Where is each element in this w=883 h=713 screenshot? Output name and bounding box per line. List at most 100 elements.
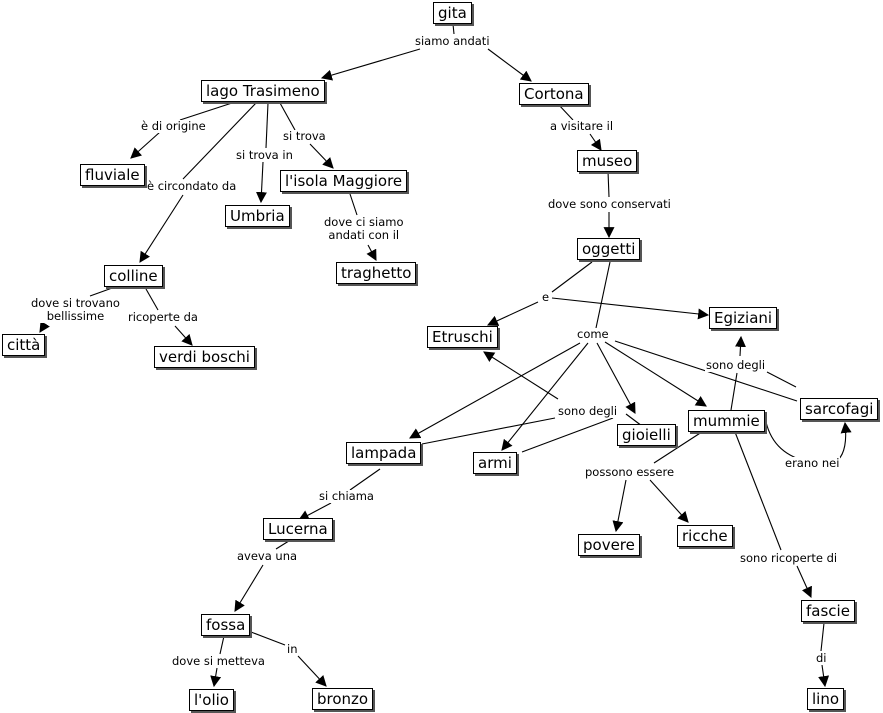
concept-fascie[interactable]: fascie xyxy=(801,600,855,622)
connector-arrow xyxy=(604,341,707,407)
connector-line xyxy=(349,468,381,491)
connector-line xyxy=(145,288,159,311)
connector-arrow xyxy=(256,161,267,204)
connector-line xyxy=(521,417,614,453)
link-erano-nei: erano nei xyxy=(784,456,841,470)
connector-line xyxy=(219,635,225,655)
connector-arrow xyxy=(596,342,636,414)
concept-sarcofagi[interactable]: sarcofagi xyxy=(800,398,879,420)
connector-arrow xyxy=(796,565,812,599)
link-ci-siamo-andati: dove ci siamo andati con il xyxy=(323,215,405,242)
connector-line xyxy=(766,371,797,388)
link-si-trova-in: si trova in xyxy=(235,148,294,162)
link-dove-si-metteva: dove si metteva xyxy=(171,654,266,668)
concept-isola-maggiore[interactable]: l'isola Maggiore xyxy=(280,170,408,192)
link-aveva-una: aveva una xyxy=(236,549,299,563)
concept-gioielli[interactable]: gioielli xyxy=(617,424,676,446)
connector-arrow xyxy=(837,421,852,461)
connector-line xyxy=(265,102,269,149)
concept-armi[interactable]: armi xyxy=(473,452,517,474)
link-di: di xyxy=(815,651,828,665)
concept-umbria[interactable]: Umbria xyxy=(225,205,290,227)
connector-arrow xyxy=(139,194,184,263)
concept-cortona[interactable]: Cortona xyxy=(519,83,589,105)
connector-arrow xyxy=(298,502,332,521)
concept-egiziani[interactable]: Egiziani xyxy=(709,307,778,329)
link-a-visitare-il: a visitare il xyxy=(549,119,615,133)
concept-colline[interactable]: colline xyxy=(104,265,163,287)
link-dove-si-trovano: dove si trovano bellissime xyxy=(30,296,121,323)
connector-arrow xyxy=(734,335,746,357)
concept-lino[interactable]: lino xyxy=(807,688,845,710)
connector-arrow xyxy=(487,301,539,326)
link-si-trova: si trova xyxy=(282,129,327,143)
connector-arrow xyxy=(649,479,689,523)
connector-arrow xyxy=(612,479,627,533)
connector-line xyxy=(179,102,233,121)
connector-arrow xyxy=(409,342,581,439)
connector-arrow xyxy=(487,48,532,82)
connector-arrow xyxy=(130,131,161,159)
link-siamo-andati: siamo andati xyxy=(414,34,491,48)
link-si-chiama: si chiama xyxy=(318,489,375,503)
concept-traghetto[interactable]: traghetto xyxy=(336,262,417,284)
concept-ricche[interactable]: ricche xyxy=(677,525,733,547)
connector-arrow xyxy=(589,133,602,151)
connector-arrow xyxy=(210,667,222,688)
concept-fossa[interactable]: fossa xyxy=(201,614,251,636)
concept-gita[interactable]: gita xyxy=(433,2,472,24)
concept-mummie[interactable]: mummie xyxy=(688,410,765,432)
connector-arrow xyxy=(309,143,334,169)
connector-line xyxy=(275,538,293,550)
link-circondato-da: è circondato da xyxy=(146,179,238,193)
connector-arrow xyxy=(234,564,264,612)
link-sono-ricoperte-di: sono ricoperte di xyxy=(739,551,839,565)
link-di-origine: è di origine xyxy=(140,119,207,133)
connector-arrow xyxy=(297,655,327,687)
concept-povere[interactable]: povere xyxy=(578,534,640,556)
concept-olio[interactable]: l'olio xyxy=(189,689,234,711)
connector-arrow xyxy=(39,320,50,333)
link-sono-degli-egiziani: sono degli xyxy=(705,358,767,372)
connector-line xyxy=(653,427,709,464)
connector-arrow xyxy=(366,244,377,261)
concept-citta[interactable]: città xyxy=(2,334,46,356)
connector-line xyxy=(734,431,782,551)
connector-line xyxy=(730,372,738,411)
connector-line xyxy=(557,103,574,121)
connector-arrow xyxy=(174,325,193,346)
connector-line xyxy=(250,631,286,646)
connector-line xyxy=(182,102,257,180)
connector-line xyxy=(349,193,358,216)
link-come: come xyxy=(576,327,610,341)
connector-line xyxy=(595,261,611,329)
concept-museo[interactable]: museo xyxy=(577,150,638,172)
connector-line xyxy=(551,261,593,293)
concept-oggetti[interactable]: oggetti xyxy=(577,238,641,260)
connector-arrow xyxy=(483,351,559,400)
connector-line xyxy=(820,622,825,652)
connector-line xyxy=(452,23,455,35)
link-sono-degli-etruschi: sono degli xyxy=(557,404,619,418)
concept-etruschi[interactable]: Etruschi xyxy=(427,326,498,348)
link-e: e xyxy=(541,290,551,304)
connector-line xyxy=(607,170,610,198)
link-in: in xyxy=(286,642,299,656)
connector-line xyxy=(421,417,556,445)
connector-arrow xyxy=(551,297,710,320)
concept-bronzo[interactable]: bronzo xyxy=(312,688,374,710)
concept-lampada[interactable]: lampada xyxy=(346,442,422,464)
connector-arrow xyxy=(320,48,421,81)
connector-line xyxy=(89,286,116,297)
link-ricoperte-da: ricoperte da xyxy=(127,310,199,324)
concept-lucerna[interactable]: Lucerna xyxy=(263,518,333,540)
concept-verdi-boschi[interactable]: verdi boschi xyxy=(154,346,255,368)
concept-lago-trasimeno[interactable]: lago Trasimeno xyxy=(201,80,325,102)
connector-line xyxy=(279,102,296,131)
connector-arrow xyxy=(501,342,589,451)
concept-fluviale[interactable]: fluviale xyxy=(80,164,145,186)
connector-arrow xyxy=(818,664,830,688)
link-sono-conservati: dove sono conservati xyxy=(547,197,672,211)
link-possono-essere: possono essere xyxy=(584,465,676,479)
